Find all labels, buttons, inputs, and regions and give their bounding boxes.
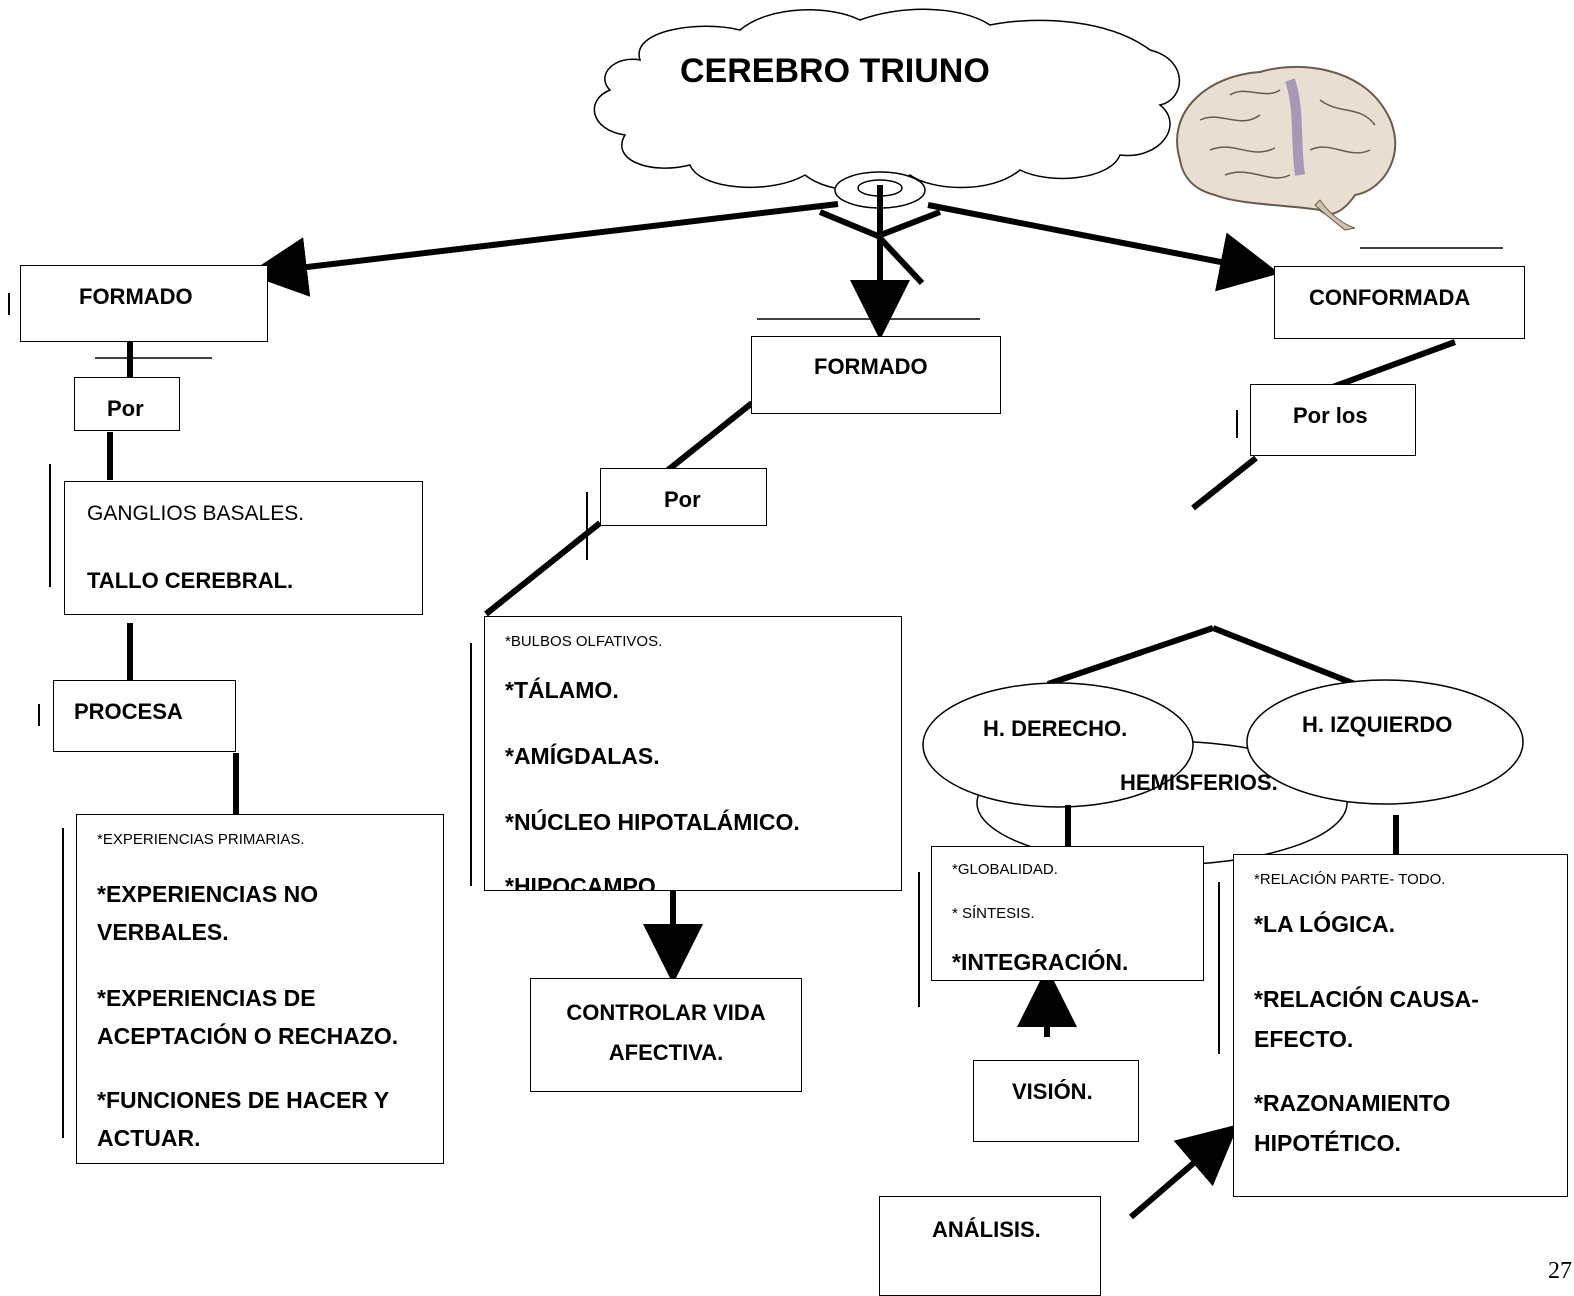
- derecho-item-2: *INTEGRACIÓN.: [952, 949, 1129, 975]
- middle-formado-box: FORMADO: [751, 336, 1001, 414]
- izquierdo-item-3: *RAZONAMIENTO HIPOTÉTICO.: [1254, 1090, 1451, 1156]
- connector-stroke: [1047, 625, 1214, 687]
- side-bar: [1218, 882, 1220, 1054]
- side-bar: [8, 293, 10, 315]
- connector-stroke: [818, 209, 880, 239]
- izquierdo-ellipse: [1246, 679, 1524, 805]
- vision-label: VISIÓN.: [1012, 1079, 1093, 1104]
- procesa-box: PROCESA: [53, 680, 236, 752]
- izquierdo-item-2: *RELACIÓN CAUSA-EFECTO.: [1254, 986, 1479, 1052]
- middle-item-4: *HIPOCAMPO.: [505, 873, 663, 891]
- side-bar: [470, 643, 472, 886]
- side-bar: [49, 464, 51, 587]
- middle-item-3: *NÚCLEO HIPOTALÁMICO.: [505, 809, 800, 835]
- derecho-item-0: *GLOBALIDAD.: [952, 861, 1058, 878]
- derecho-item-1: * SÍNTESIS.: [952, 905, 1035, 922]
- arrow-analisis-to-izquierdo: [1129, 1124, 1239, 1220]
- izquierdo-item-0: *RELACIÓN PARTE- TODO.: [1254, 871, 1446, 888]
- page-number: 27: [1548, 1258, 1572, 1284]
- left-formado-box: FORMADO: [20, 265, 268, 342]
- left-por-label: Por: [107, 396, 144, 421]
- middle-formado-label: FORMADO: [814, 354, 928, 379]
- arrow-to-left-formado: [247, 201, 839, 297]
- derecho-ellipse: [922, 682, 1194, 808]
- por-los-box: Por los: [1250, 384, 1416, 456]
- derecho-items-box: *GLOBALIDAD. * SÍNTESIS. *INTEGRACIÓN.: [931, 846, 1204, 981]
- controlar-box: CONTROLAR VIDA AFECTIVA.: [530, 978, 802, 1092]
- side-bar: [586, 492, 588, 560]
- connector-stroke: [1328, 339, 1457, 391]
- conformada-label: CONFORMADA: [1309, 285, 1471, 310]
- izquierdo-label: H. IZQUIERDO: [1302, 712, 1453, 737]
- left-item-1: *EXPERIENCIAS NO VERBALES.: [97, 881, 319, 945]
- connector-stroke: [484, 520, 602, 617]
- side-bar: [1236, 410, 1238, 438]
- connector-stroke: [875, 233, 925, 286]
- conformada-box: CONFORMADA: [1274, 266, 1525, 339]
- left-por-box: Por: [74, 377, 180, 431]
- ganglios-label: GANGLIOS BASALES.: [87, 502, 305, 525]
- middle-item-1: *TÁLAMO.: [505, 677, 619, 703]
- izquierdo-item-1: *LA LÓGICA.: [1254, 911, 1395, 937]
- middle-item-0: *BULBOS OLFATIVOS.: [505, 633, 663, 650]
- connector-stroke: [876, 209, 942, 239]
- side-bar: [38, 704, 40, 726]
- left-item-3: *FUNCIONES DE HACER Y ACTUAR.: [97, 1087, 389, 1151]
- diagram-title: CEREBRO TRIUNO: [680, 52, 990, 90]
- left-item-2: *EXPERIENCIAS DE ACEPTACIÓN O RECHAZO.: [97, 985, 399, 1049]
- middle-items-box: *BULBOS OLFATIVOS. *TÁLAMO. *AMÍGDALAS. …: [484, 616, 902, 891]
- arrow-to-conformada: [927, 202, 1280, 292]
- analisis-box: ANÁLISIS.: [879, 1196, 1101, 1296]
- side-bar: [62, 828, 64, 1138]
- left-items-box: *EXPERIENCIAS PRIMARIAS. *EXPERIENCIAS N…: [76, 814, 444, 1164]
- middle-por-box: Por: [600, 468, 767, 526]
- connector-stroke: [1211, 625, 1362, 689]
- controlar-label: CONTROLAR VIDA AFECTIVA.: [566, 1000, 766, 1065]
- tallo-label: TALLO CEREBRAL.: [87, 568, 294, 593]
- connector-stroke: [1191, 455, 1258, 511]
- analisis-label: ANÁLISIS.: [932, 1217, 1041, 1242]
- connector-stroke: [666, 400, 754, 473]
- ganglios-box: GANGLIOS BASALES. TALLO CEREBRAL.: [64, 481, 423, 615]
- middle-por-label: Por: [664, 487, 701, 512]
- left-item-0: *EXPERIENCIAS PRIMARIAS.: [97, 831, 305, 848]
- izquierdo-items-box: *RELACIÓN PARTE- TODO. *LA LÓGICA. *RELA…: [1233, 854, 1568, 1197]
- derecho-label: H. DERECHO.: [983, 716, 1128, 742]
- vision-box: VISIÓN.: [973, 1060, 1139, 1142]
- hemisferios-label: HEMISFERIOS.: [1120, 770, 1278, 795]
- left-formado-label: FORMADO: [79, 284, 193, 309]
- side-bar: [918, 872, 920, 1007]
- procesa-label: PROCESA: [74, 699, 183, 724]
- brain-icon: [1176, 66, 1397, 231]
- por-los-label: Por los: [1293, 403, 1368, 428]
- middle-item-2: *AMÍGDALAS.: [505, 743, 660, 769]
- cloud-shape: [593, 8, 1181, 191]
